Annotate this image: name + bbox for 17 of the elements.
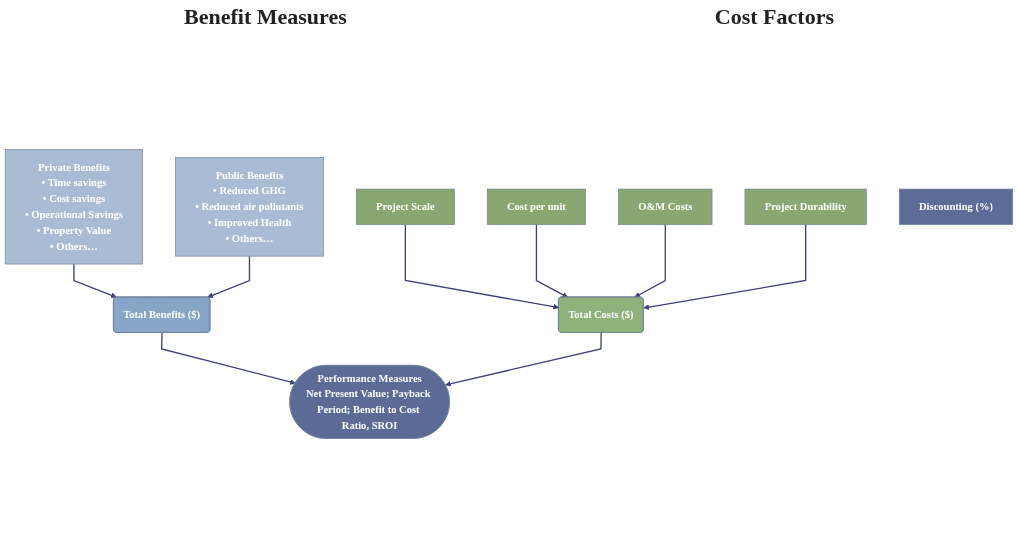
- node-box: Public Benefits • Reduced GHG • Reduced air pollutants • Improved Health • Others…: [175, 157, 324, 257]
- arrow: [445, 332, 602, 387]
- node-box: Discounting (%): [898, 188, 1014, 225]
- arrow: [535, 223, 568, 298]
- arrow: [73, 263, 117, 299]
- node-box: O&M Costs: [618, 188, 713, 225]
- arrow: [634, 223, 666, 298]
- node-box: Project Durability: [744, 188, 867, 225]
- section-heading: Benefit Measures: [184, 4, 347, 30]
- node-box: Project Scale: [356, 188, 455, 225]
- section-heading: Cost Factors: [714, 4, 834, 30]
- arrow: [207, 255, 251, 299]
- arrow: [404, 223, 560, 310]
- node-box: Cost per unit: [486, 188, 586, 225]
- arrow: [161, 332, 296, 385]
- node-box: Private Benefits • Time savings • Cost savings • Operational Savings • Property Value • Others…: [4, 149, 143, 265]
- arrow: [643, 223, 807, 310]
